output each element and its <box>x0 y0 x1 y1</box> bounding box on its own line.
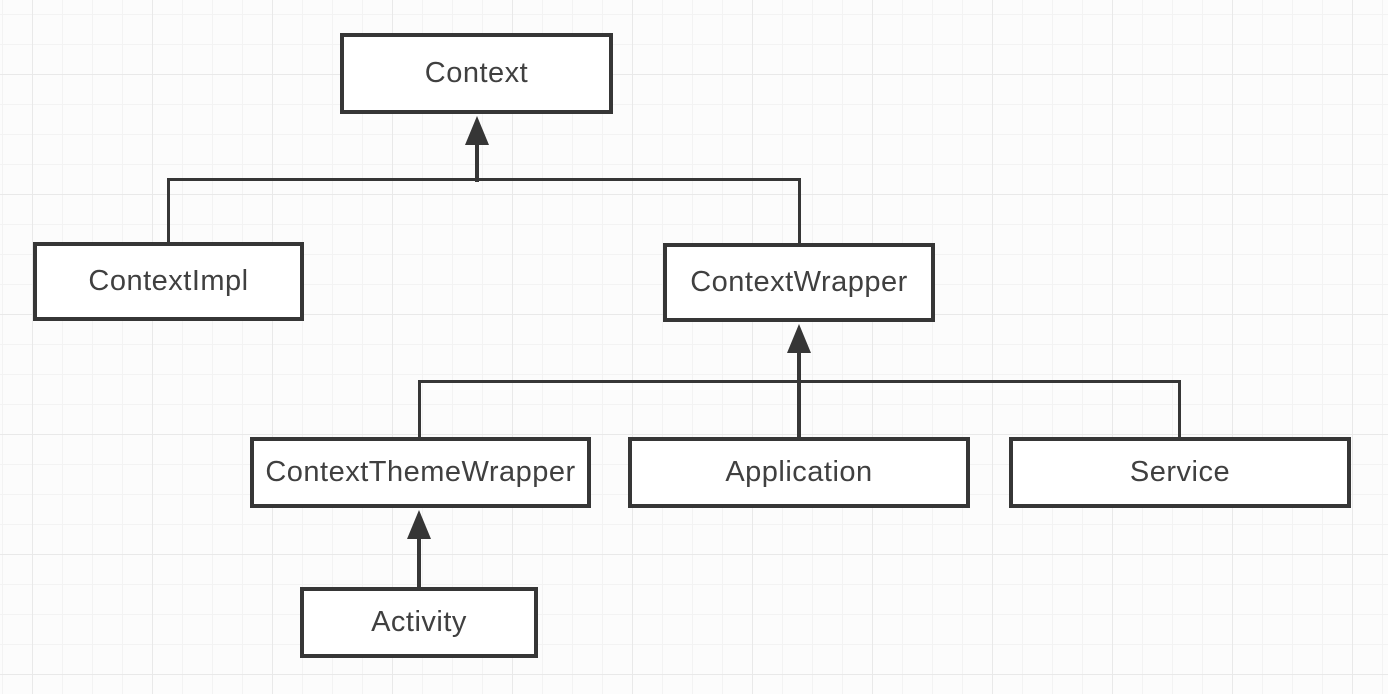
arrowhead-to-contextwrapper <box>787 324 811 353</box>
node-service[interactable]: Service <box>1009 437 1351 508</box>
node-activity[interactable]: Activity <box>300 587 538 658</box>
contextthemewrapper-drop-vline <box>418 380 421 440</box>
arrowhead-to-contextthemewrapper <box>407 510 431 539</box>
node-label-application: Application <box>725 456 873 488</box>
arrow-shaft-to-contextwrapper <box>797 348 801 440</box>
node-label-context: Context <box>424 57 529 89</box>
contextimpl-drop-vline <box>167 178 170 246</box>
arrowhead-to-context <box>465 116 489 145</box>
node-application[interactable]: Application <box>628 437 970 508</box>
node-contextthemewrapper[interactable]: ContextThemeWrapper <box>250 437 591 508</box>
node-label-service: Service <box>1129 456 1231 488</box>
node-label-contextwrapper: ContextWrapper <box>690 266 908 298</box>
tier1-horizontal-connector <box>167 178 801 181</box>
service-drop-vline <box>1178 380 1181 440</box>
node-label-contextthemewrapper: ContextThemeWrapper <box>265 456 576 488</box>
node-contextimpl[interactable]: ContextImpl <box>33 242 304 321</box>
node-label-contextimpl: ContextImpl <box>88 265 249 297</box>
node-context[interactable]: Context <box>340 33 613 114</box>
contextwrapper-drop-vline <box>798 178 801 247</box>
arrow-shaft-to-context <box>475 140 479 182</box>
node-label-activity: Activity <box>371 606 467 638</box>
node-contextwrapper[interactable]: ContextWrapper <box>663 243 935 322</box>
arrow-shaft-activity-to-contextthemewrapper <box>417 534 421 590</box>
tier2-horizontal-connector <box>418 380 1181 383</box>
